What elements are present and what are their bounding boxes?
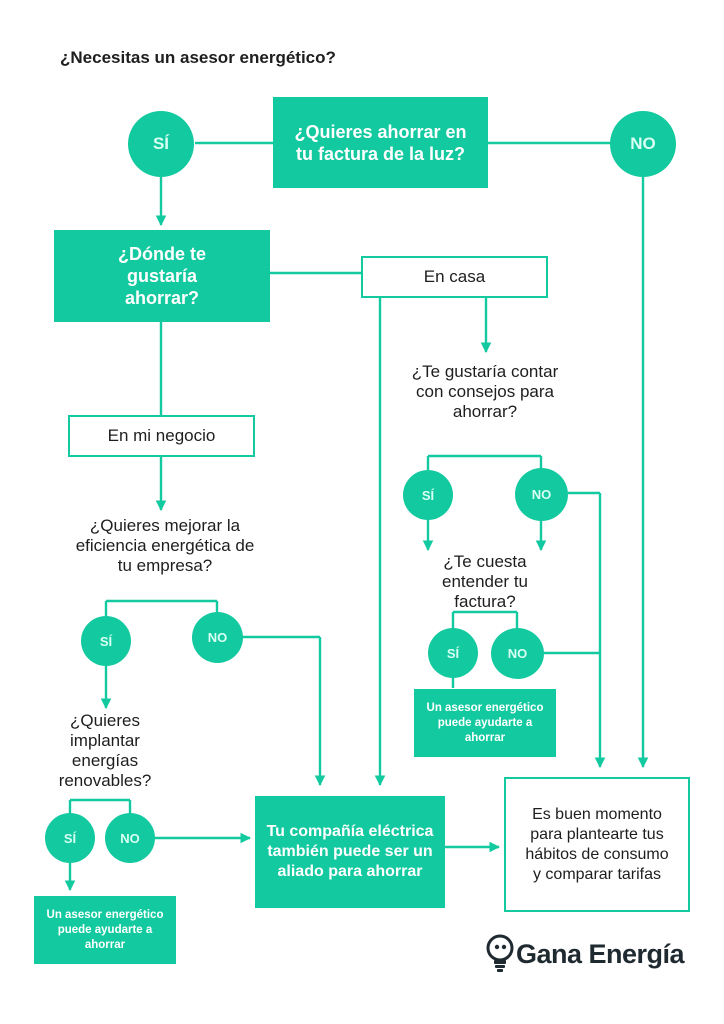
yes-circle-eficiencia: SÍ bbox=[81, 616, 131, 666]
lightbulb-icon bbox=[484, 933, 520, 977]
asesor-result-negocio: Un asesor energético puede ayudarte a ah… bbox=[34, 896, 176, 964]
option-en-casa: En casa bbox=[361, 256, 548, 298]
yes-circle-renovables: SÍ bbox=[45, 813, 95, 863]
yes-circle-consejos: SÍ bbox=[403, 470, 453, 520]
page-title: ¿Necesitas un asesor energético? bbox=[60, 48, 336, 67]
no-circle-consejos: NO bbox=[515, 468, 568, 521]
option-en-mi-negocio: En mi negocio bbox=[68, 415, 255, 457]
question-factura: ¿Te cuesta entender tu factura? bbox=[441, 552, 528, 611]
no-circle-factura: NO bbox=[491, 628, 544, 679]
no-circle-renovables: NO bbox=[105, 813, 155, 863]
no-circle-ahorrar: NO bbox=[610, 111, 676, 177]
question-eficiencia: ¿Quieres mejorar la eficiencia energétic… bbox=[75, 516, 255, 575]
brand-name: Gana Energía bbox=[516, 939, 685, 969]
result-buen-momento: Es buen momento para plantearte tus hábi… bbox=[504, 777, 690, 912]
question-renovables: ¿Quieres implantar energías renovables? bbox=[58, 711, 152, 790]
question-ahorrar-factura: ¿Quieres ahorrar en tu factura de la luz… bbox=[273, 97, 488, 188]
question-consejos: ¿Te gustaría contar con consejos para ah… bbox=[411, 362, 559, 421]
question-donde-ahorrar: ¿Dónde te gustaría ahorrar? bbox=[54, 230, 270, 322]
yes-circle-ahorrar: SÍ bbox=[128, 111, 194, 177]
yes-circle-factura: SÍ bbox=[428, 628, 478, 678]
no-circle-eficiencia: NO bbox=[192, 612, 243, 663]
result-compania-aliado: Tu compañía eléctrica también puede ser … bbox=[255, 796, 445, 908]
asesor-result-casa: Un asesor energético puede ayudarte a ah… bbox=[414, 689, 556, 757]
